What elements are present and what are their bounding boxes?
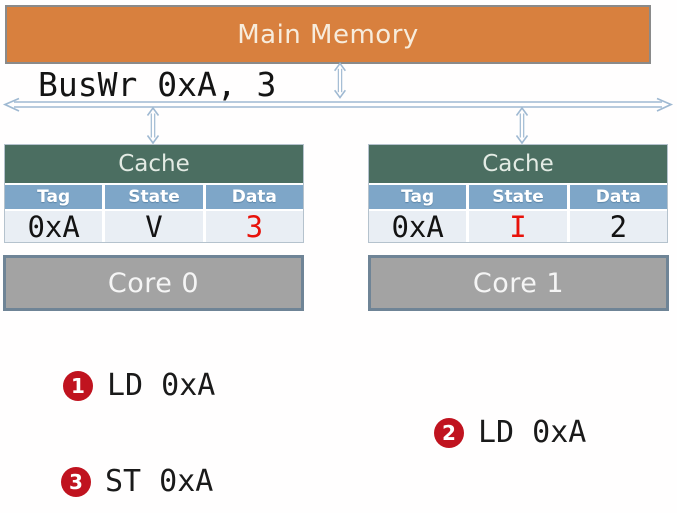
cache1-col-state: State	[469, 185, 567, 209]
cache1-bus-connector-arrow-icon	[515, 106, 529, 145]
main-memory-box: Main Memory	[5, 5, 651, 64]
core-0-box: Core 0	[3, 255, 304, 311]
cache1-cell-data: 2	[569, 210, 667, 244]
cache1-cell-tag: 0xA	[369, 210, 467, 244]
cache0-title: Cache	[5, 145, 303, 183]
cache0-column-headers: Tag State Data	[5, 185, 303, 209]
step-1: 1 LD 0xA	[63, 371, 215, 401]
step-3-label: ST 0xA	[105, 464, 214, 499]
cache1-table: Cache Tag State Data 0xA I 2	[368, 144, 668, 244]
step-2-badge: 2	[434, 418, 464, 448]
cache0-table: Cache Tag State Data 0xA V 3	[4, 144, 304, 244]
cache1-col-data: Data	[569, 185, 667, 209]
cache0-cell-tag: 0xA	[5, 210, 103, 244]
cache0-cell-state: V	[105, 210, 203, 244]
cache0-data-row: 0xA V 3	[5, 210, 303, 244]
step-2: 2 LD 0xA	[434, 418, 586, 448]
cache1-title: Cache	[369, 145, 667, 183]
step-2-label: LD 0xA	[478, 415, 587, 450]
bus-write-label: BusWr 0xA, 3	[38, 65, 277, 104]
core-1-box: Core 1	[368, 255, 669, 311]
step-1-badge: 1	[63, 371, 93, 401]
cache1-col-tag: Tag	[369, 185, 467, 209]
cache1-data-row: 0xA I 2	[369, 210, 667, 244]
cache1-column-headers: Tag State Data	[369, 185, 667, 209]
core-0-label: Core 0	[107, 267, 200, 299]
memory-bus-connector-arrow-icon	[334, 62, 346, 99]
cache0-col-data: Data	[205, 185, 303, 209]
cache0-col-tag: Tag	[5, 185, 103, 209]
core-1-label: Core 1	[472, 267, 565, 299]
step-3: 3 ST 0xA	[61, 467, 213, 497]
cache0-col-state: State	[105, 185, 203, 209]
cache1-cell-state: I	[469, 210, 567, 244]
cache0-cell-data: 3	[205, 210, 303, 244]
step-3-badge: 3	[61, 467, 91, 497]
bus-double-arrow-icon	[2, 97, 674, 112]
step-1-label: LD 0xA	[107, 368, 216, 403]
cache0-bus-connector-arrow-icon	[146, 106, 160, 145]
main-memory-label: Main Memory	[237, 19, 419, 50]
